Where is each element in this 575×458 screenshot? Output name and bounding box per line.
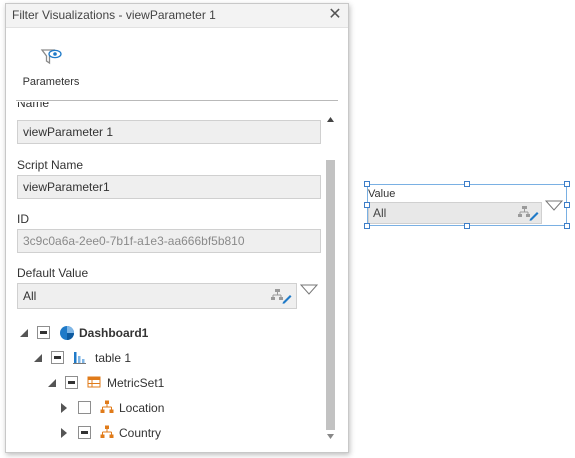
id-label: ID <box>17 212 29 226</box>
resize-handle-bottom-left[interactable] <box>364 223 370 229</box>
vertical-scrollbar[interactable] <box>324 108 337 444</box>
tree-node-country[interactable]: Country <box>17 423 317 443</box>
dialog-titlebar[interactable]: Filter Visualizations - viewParameter 1 … <box>6 4 348 28</box>
script-name-label: Script Name <box>17 158 84 172</box>
scroll-up-arrow-icon[interactable] <box>326 116 335 124</box>
view-parameter-widget[interactable]: Value All <box>364 181 570 229</box>
resize-handle-right[interactable] <box>564 202 570 208</box>
widget-value-text: All <box>373 206 387 220</box>
metricset-icon <box>87 376 101 388</box>
close-icon[interactable]: ✕ <box>328 6 342 23</box>
script-name-input[interactable]: viewParameter1 <box>17 175 321 199</box>
default-value-label: Default Value <box>17 266 89 280</box>
widget-dropdown-icon[interactable] <box>545 200 563 212</box>
tree-label: table 1 <box>95 351 132 365</box>
id-field: 3c9c0a6a-2ee0-7b1f-a1e3-aa666bf5b810 <box>17 229 321 253</box>
widget-value-label: Value <box>368 188 396 200</box>
hierarchy-edit-icon[interactable] <box>517 205 539 221</box>
hierarchy-edit-icon[interactable] <box>270 288 292 304</box>
resize-handle-top-right[interactable] <box>564 181 570 187</box>
widget-value-combo[interactable]: All <box>368 202 542 224</box>
hierarchy-icon <box>100 425 114 438</box>
expand-icon[interactable] <box>59 428 69 438</box>
country-checkbox[interactable] <box>78 426 91 439</box>
hierarchy-icon <box>100 400 114 413</box>
location-checkbox[interactable] <box>78 401 91 414</box>
resize-handle-left[interactable] <box>364 202 370 208</box>
table1-checkbox[interactable] <box>51 351 64 364</box>
collapse-icon[interactable] <box>33 353 43 363</box>
bar-chart-icon <box>73 352 86 364</box>
parameters-button[interactable]: Parameters <box>18 48 84 90</box>
collapse-icon[interactable] <box>47 378 57 388</box>
tree-label: MetricSet1 <box>107 376 165 390</box>
metricset1-checkbox[interactable] <box>65 376 78 389</box>
expand-icon[interactable] <box>59 403 69 413</box>
resize-handle-bottom[interactable] <box>464 223 470 229</box>
default-value-combo[interactable]: All <box>17 283 297 309</box>
resize-handle-bottom-right[interactable] <box>564 223 570 229</box>
scroll-down-arrow-icon[interactable] <box>326 432 335 440</box>
default-value-dropdown-icon[interactable] <box>300 284 318 296</box>
tree-node-metricset1[interactable]: MetricSet1 <box>17 373 317 393</box>
filter-visualizations-dialog: Filter Visualizations - viewParameter 1 … <box>5 3 349 453</box>
collapse-icon[interactable] <box>19 328 29 338</box>
scrollbar-thumb[interactable] <box>326 160 335 430</box>
dashboard-icon <box>60 326 74 340</box>
dashboard1-checkbox[interactable] <box>37 326 50 339</box>
resize-handle-top-left[interactable] <box>364 181 370 187</box>
tree-node-location[interactable]: Location <box>17 398 317 418</box>
default-value-text: All <box>23 289 37 303</box>
dialog-title: Filter Visualizations - viewParameter 1 <box>12 8 216 22</box>
name-label: Name <box>17 102 50 110</box>
toolbar-divider <box>16 100 338 101</box>
parameters-label: Parameters <box>22 76 80 88</box>
properties-scroll-area[interactable]: Name viewParameter 1 Script Name viewPar… <box>6 102 339 447</box>
resize-handle-top[interactable] <box>464 181 470 187</box>
tree-label: Location <box>119 401 165 415</box>
tree-node-dashboard1[interactable]: Dashboard1 <box>17 323 317 343</box>
name-input[interactable]: viewParameter 1 <box>17 120 321 144</box>
tree-label: Dashboard1 <box>79 326 149 340</box>
tree-label: Country <box>119 426 162 440</box>
tree-node-table1[interactable]: table 1 <box>17 348 317 368</box>
filter-eye-icon <box>40 49 62 65</box>
